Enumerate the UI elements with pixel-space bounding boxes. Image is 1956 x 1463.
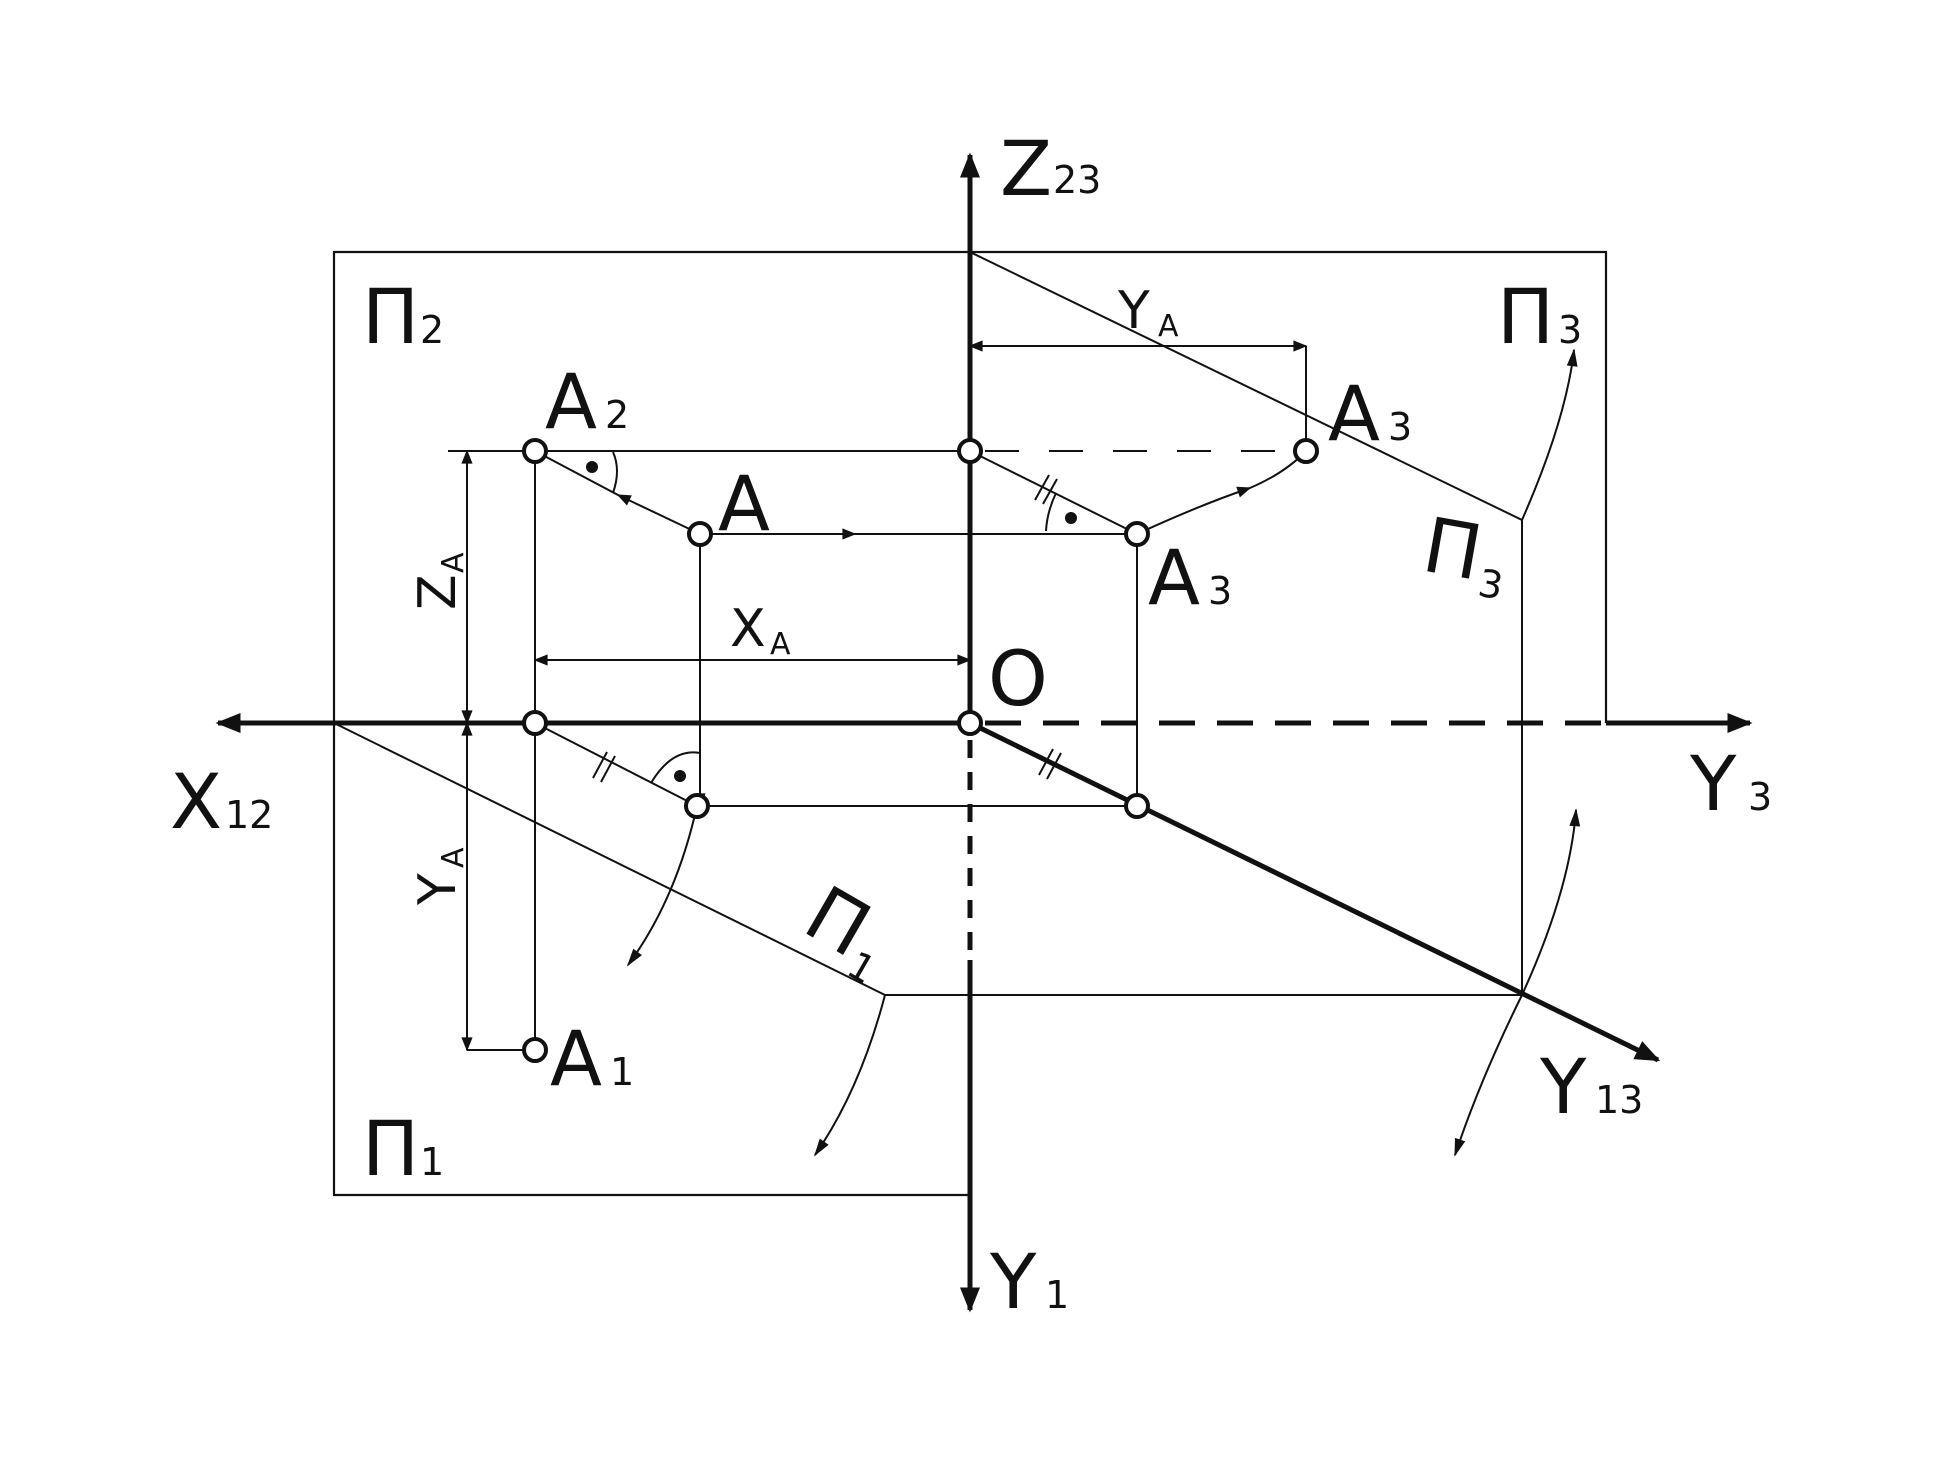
tick-z-a3-2: [1042, 478, 1058, 505]
label-dim-ya-left: Y: [408, 873, 468, 906]
label-dim-xa-sub: A: [770, 627, 791, 662]
frame-p1: [332, 723, 970, 1197]
label-point-a: A: [718, 459, 770, 548]
tick-y13-2: [1046, 752, 1062, 780]
label-plane-p2: Π: [362, 272, 419, 361]
tick-y13-1: [1038, 748, 1054, 776]
arc-p1-down: [813, 994, 886, 1157]
label-point-a3-top: A: [1328, 369, 1380, 458]
line-z-to-a3: [969, 450, 1138, 535]
label-dim-za-group: Z A: [408, 552, 471, 610]
label-plane-p3-frame: Π: [1497, 272, 1554, 361]
angle-dot-a2: [586, 461, 598, 473]
label-dim-za: Z: [408, 574, 468, 610]
label-dim-xa: X: [730, 599, 766, 659]
label-dim-ya-top: Y: [1117, 281, 1150, 341]
label-y3-axis: Y: [1689, 739, 1737, 828]
y13-axis: [968, 720, 1661, 1063]
point-y13-a: [1124, 793, 1150, 819]
point-a1: [522, 1037, 548, 1063]
point-a3-top: [1293, 438, 1319, 464]
arc-a-down: [626, 805, 698, 967]
point-origin: [957, 710, 983, 736]
label-point-a2: A: [545, 357, 597, 446]
points: [522, 438, 1319, 1063]
label-plane-p2-sub: 2: [420, 308, 444, 352]
construction-lines: [534, 346, 1307, 1050]
line-a-to-a2: [534, 450, 619, 496]
label-z-axis-sub: 23: [1053, 158, 1101, 202]
line-a-to-a2-arrow: [616, 494, 701, 535]
labels: Z 23 X 12 Y 3 Y 1 Y 13 O Π 2 Π 3 Π 3 Π 1…: [170, 124, 1772, 1326]
angle-arc-a2: [612, 451, 618, 494]
angle-dot-a: [674, 770, 686, 782]
tick-a1x-a-2: [600, 755, 616, 783]
folded-plane-p1-edge: [333, 722, 1522, 996]
label-dim-ya-top-sub: A: [1158, 309, 1179, 344]
label-dim-ya-left-group: Y A: [408, 847, 471, 906]
point-z-a: [957, 438, 983, 464]
label-plane-p1-frame: Π: [362, 1104, 419, 1193]
label-plane-p3-inner-group: Π 3: [1417, 500, 1507, 609]
point-a2: [522, 438, 548, 464]
label-point-a2-sub: 2: [605, 393, 629, 437]
point-a3-low: [1124, 521, 1150, 547]
label-y3-axis-sub: 3: [1748, 775, 1772, 819]
line-a1x-to-a: [534, 722, 698, 807]
arc-y13-up: [1521, 808, 1581, 996]
point-xa: [522, 710, 548, 736]
right-angle-marks: [586, 451, 1077, 784]
label-point-a1-sub: 1: [610, 1050, 634, 1094]
angle-arc-a: [650, 751, 701, 784]
label-point-a3-low: A: [1148, 533, 1200, 622]
rotation-arcs: [626, 348, 1581, 1157]
arc-p3-up: [1521, 348, 1578, 521]
folded-plane-p3-edge: [969, 251, 1523, 995]
tick-a1x-a-1: [592, 751, 608, 779]
arc-a3-to-a3: [1136, 486, 1252, 535]
equal-ticks: [592, 474, 1062, 783]
label-y13-axis-sub: 13: [1595, 1078, 1643, 1122]
label-plane-p3-inner-sub: 3: [1475, 561, 1506, 609]
label-point-a3-low-sub: 3: [1208, 569, 1232, 613]
label-plane-p1-inner-group: Π 1: [791, 869, 885, 993]
label-x-axis-sub: 12: [225, 793, 273, 837]
tick-z-a3-1: [1034, 474, 1050, 501]
label-y1-axis: Y: [989, 1237, 1037, 1326]
dimension-lines: [448, 340, 1308, 1052]
label-y1-axis-sub: 1: [1045, 1273, 1069, 1317]
angle-dot-a3: [1065, 512, 1077, 524]
label-z-axis: Z: [1000, 124, 1052, 213]
point-a: [687, 521, 713, 547]
label-point-a1: A: [550, 1014, 602, 1103]
label-plane-p3-frame-sub: 3: [1558, 308, 1582, 352]
angle-arc-a3: [1045, 492, 1057, 532]
label-plane-p1-frame-sub: 1: [420, 1140, 444, 1184]
label-x-axis: X: [170, 757, 222, 846]
label-y13-axis: Y: [1539, 1042, 1587, 1131]
label-dim-za-sub: A: [436, 552, 471, 573]
label-point-a3-top-sub: 3: [1388, 405, 1412, 449]
point-a-horizontal: [684, 793, 710, 819]
arc-y13-down: [1454, 994, 1523, 1157]
label-dim-ya-left-sub: A: [436, 847, 471, 868]
label-origin: O: [988, 634, 1048, 723]
